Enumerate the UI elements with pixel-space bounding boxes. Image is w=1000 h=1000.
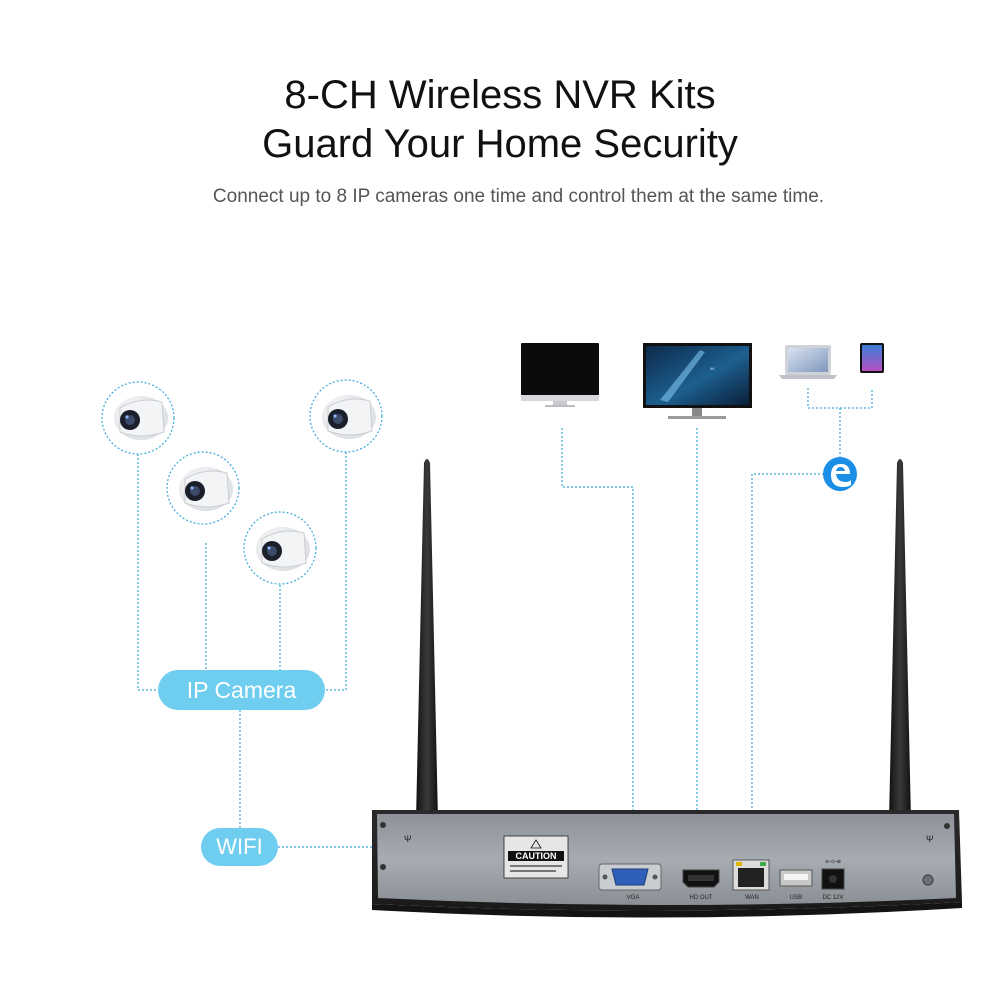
phone-icon [860,343,884,373]
ip-camera-2 [166,451,240,525]
wifi-label: WIFI [201,828,278,866]
ip-camera-1 [101,381,175,455]
monitor-icon [521,343,599,407]
usb-port-label: USB [790,895,802,901]
antenna-left [412,459,442,858]
nvr-recorder: Ψ Ψ CAUTION VGA HD OUT WAN USB ⊖-⊙-⊕ [372,810,962,918]
edge-browser-icon [823,457,857,491]
svg-text:⊖-⊙-⊕: ⊖-⊙-⊕ [825,859,841,865]
antenna-right [885,459,915,858]
svg-text:Ψ: Ψ [404,834,412,844]
dc-port-label: DC 12V [822,895,843,901]
caution-label: CAUTION [516,851,557,861]
output-connector-lines [561,388,873,862]
ip-camera-4 [309,379,383,453]
hd-out-port-label: HD OUT [690,895,713,901]
headline-line-1: 8-CH Wireless NVR Kits [284,73,716,117]
laptop-icon [779,345,837,379]
svg-text:Ψ: Ψ [926,834,934,844]
camera-connector-lines [137,452,412,848]
ip-camera-3 [243,511,317,585]
svg-text:4K: 4K [710,366,715,371]
headline-line-2: Guard Your Home Security [262,122,738,166]
ip-camera-label: IP Camera [158,670,325,710]
subtitle: Connect up to 8 IP cameras one time and … [212,186,825,207]
tv-icon: 4K [643,343,752,419]
vga-port-label: VGA [627,895,640,901]
wan-port-label: WAN [745,895,759,901]
